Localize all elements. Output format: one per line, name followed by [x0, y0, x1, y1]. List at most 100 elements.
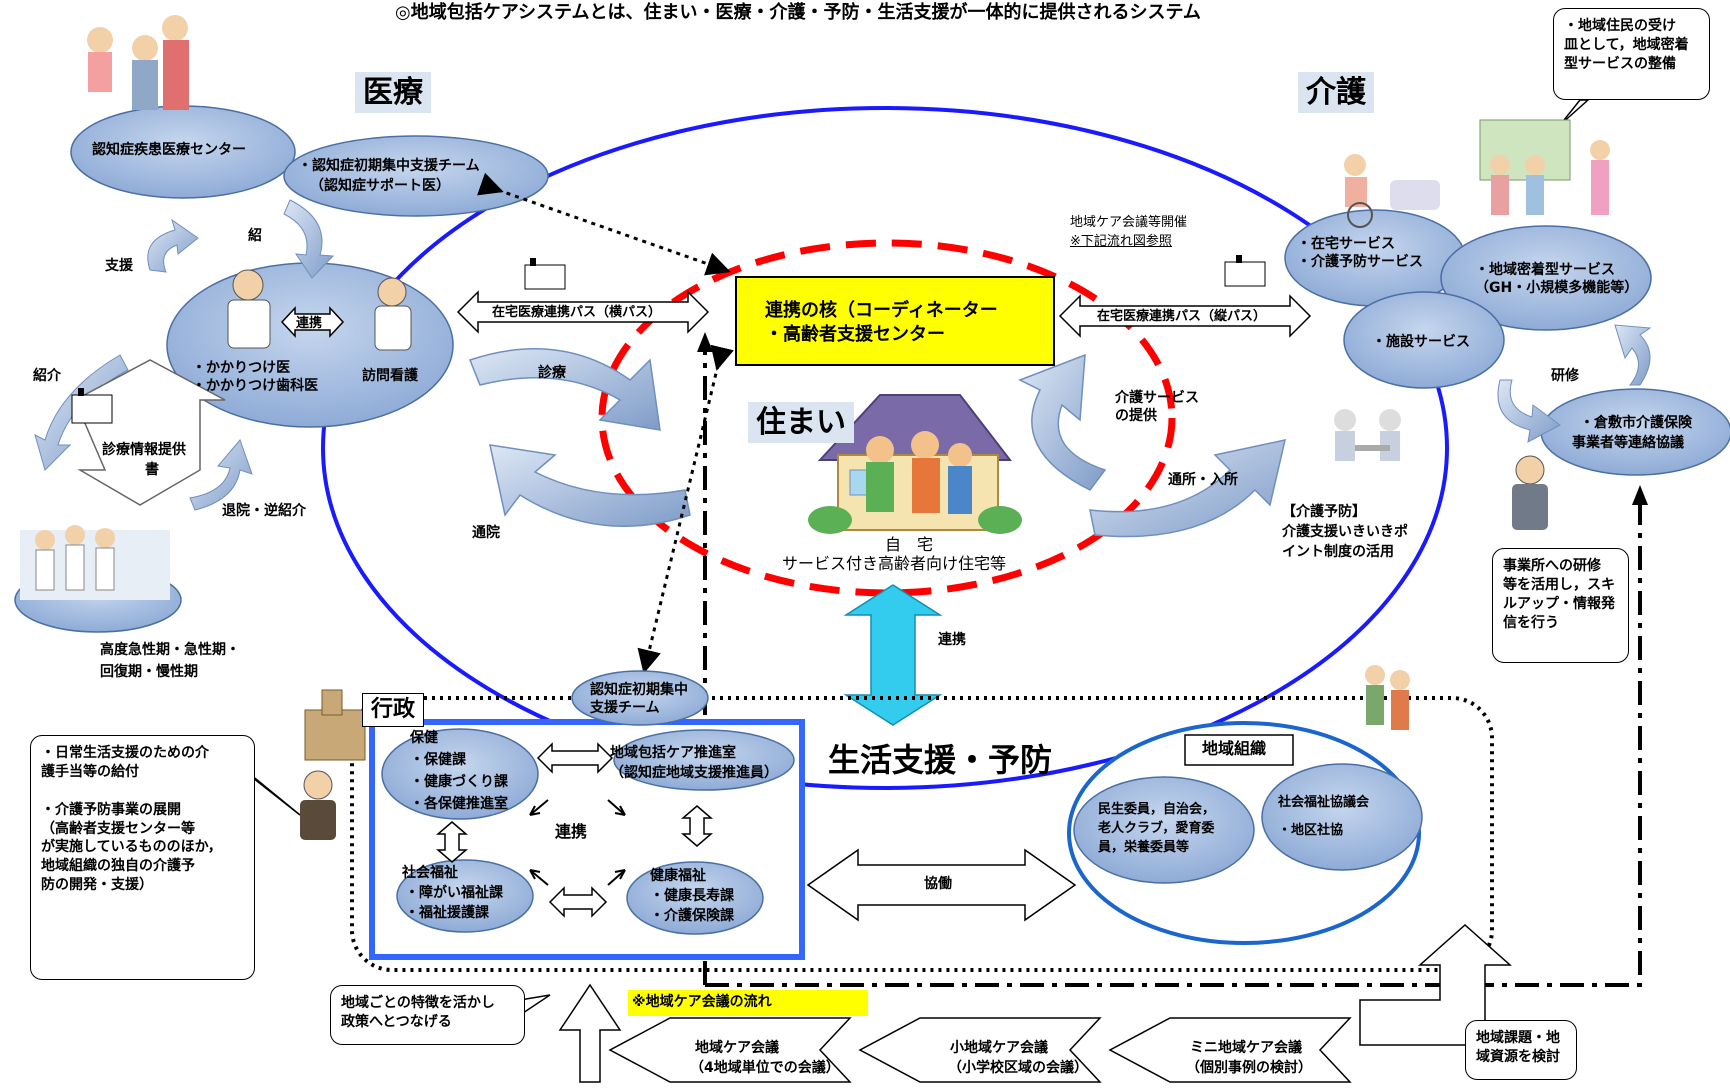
flow-small-2: （小学校区域の会議） — [948, 1060, 1088, 1076]
document-icon-3 — [1224, 255, 1266, 287]
core-label-2: ・高齢者支援センター — [765, 324, 945, 345]
header-sumai: 住まい — [748, 402, 854, 443]
main-ellipse — [321, 106, 1449, 790]
flow-area-2: （4地域単位での会議） — [690, 1060, 840, 1076]
gov-hoken-2: ・健康づくり課 — [410, 774, 508, 790]
core-note-1: 地域ケア会議等開催 — [1070, 215, 1188, 230]
gov-hoken-1: ・保健課 — [410, 752, 466, 768]
path-left-label: 在宅医療連携パス（横パス） — [492, 305, 662, 320]
care-shisetsu: ・施設サービス — [1372, 334, 1470, 350]
callout-top-right: ・地域住民の受け 皿として，地域密着 型サービスの整備 — [1553, 8, 1710, 100]
yobo-2: 介護支援いきいきポ — [1282, 524, 1408, 540]
medical-team-ellipse — [283, 135, 549, 217]
care-facility-illustration — [1479, 119, 1610, 215]
path-right-label: 在宅医療連携パス（縦パス） — [1097, 309, 1267, 324]
kaigo-service-2: の提供 — [1115, 408, 1157, 424]
minsei-1: 民生委員，自治会， — [1098, 802, 1216, 817]
gov-shakai-title: 社会福祉 — [402, 865, 458, 881]
medical-joho-label-1: 診療情報提供 — [102, 442, 186, 458]
callout-training: 事業所への研修 等を活用し，スキ ルアップ・情報発 信を行う — [1492, 548, 1629, 663]
hospital-staff — [20, 525, 170, 600]
medical-doctor-label-2: ・かかりつけ歯科医 — [192, 378, 319, 394]
kurashiki-2: 事業者等連絡協議 — [1572, 435, 1684, 451]
gov-team-2: 支援チーム — [590, 700, 660, 716]
family-top-left — [87, 15, 189, 110]
medical-sho-label: 紹 — [248, 228, 262, 244]
medical-taiin-label: 退院・逆紹介 — [222, 503, 306, 519]
kurashiki-1: ・倉敷市介護保険 — [1580, 415, 1692, 431]
flow-tag-bg — [628, 990, 868, 1016]
care-mitchaku-ellipse — [1440, 225, 1652, 331]
shinryo-label: 診療 — [538, 365, 566, 381]
medical-doctor-label-1: ・かかりつけ医 — [192, 360, 291, 376]
care-mitchaku-2: （GH・小規模多機能等） — [1475, 280, 1639, 296]
header-chiiki-soshiki: 地域組織 — [1202, 739, 1267, 758]
yobo-1: 【介護予防】 — [1282, 504, 1366, 520]
teal-arrow-shape — [843, 584, 943, 726]
gov-kenko-title: 健康福祉 — [650, 868, 706, 884]
walkers-illustration — [1365, 665, 1410, 730]
page-title: ◎地域包括ケアシステムとは、住まい・医療・介護・予防・生活支援が一体的に提供され… — [395, 2, 1201, 23]
tsusho-label: 通所・入所 — [1168, 472, 1238, 488]
core-renkei-label: 連携 — [938, 632, 966, 648]
gov-suishin-1: 地域包括ケア推進室 — [610, 745, 736, 761]
minsei-3: 員，栄養委員等 — [1098, 840, 1190, 855]
shakyo-1: 社会福祉協議会 — [1278, 795, 1370, 810]
nurse-figure — [374, 277, 412, 351]
gov-hoken-title: 保健 — [410, 730, 438, 746]
care-zaitaku-2: ・介護予防サービス — [1297, 254, 1423, 270]
gov-hoken-3: ・各保健推進室 — [410, 796, 508, 812]
medical-renkei-label: 連携 — [296, 316, 323, 331]
seikatsu-region — [350, 696, 1494, 972]
medical-team-label-1: ・認知症初期集中支援チーム — [298, 158, 480, 174]
house-illustration — [808, 394, 1022, 534]
tsuin-label: 通院 — [472, 525, 500, 541]
callout-issues: 地域課題・地 域資源を検討 — [1465, 1020, 1577, 1080]
home-label-1: 自 宅 — [885, 535, 934, 554]
hospital-label-1: 高度急性期・急性期・ — [100, 642, 240, 658]
header-gyosei: 行政 — [362, 693, 425, 727]
gov-renkei: 連携 — [555, 822, 588, 841]
header-seikatsu: 生活支援・予防 — [828, 741, 1053, 779]
kenshu-label: 研修 — [1551, 368, 1579, 384]
document-icon-2 — [524, 258, 566, 290]
doctor-figure — [227, 269, 271, 349]
minsei-2: 老人クラブ，愛育委 — [1098, 821, 1215, 836]
kaigo-service-1: 介護サービス — [1115, 390, 1199, 406]
gov-shakai-1: ・障がい福祉課 — [405, 885, 503, 901]
hospital-label-2: 回復期・慢性期 — [100, 664, 198, 680]
flow-small-1: 小地域ケア会議 — [950, 1040, 1048, 1056]
care-shisetsu-ellipse — [1343, 291, 1505, 389]
gov-kenko-1: ・健康長寿課 — [650, 888, 734, 904]
staff-figure-right — [1512, 455, 1548, 530]
official-figure — [300, 770, 336, 840]
gov-shakai-2: ・福祉援護課 — [405, 905, 489, 921]
medical-center-label: 認知症疾患医療センター — [92, 142, 246, 158]
care-mitchaku-1: ・地域密着型サービス — [1475, 262, 1615, 278]
home-label-2: サービス付き高齢者向け住宅等 — [782, 554, 1007, 573]
care-zaitaku-1: ・在宅サービス — [1297, 236, 1395, 252]
header-iryo: 医療 — [355, 72, 431, 113]
elderly-table-illustration — [1334, 409, 1401, 461]
core-dashed-ellipse — [598, 239, 1176, 597]
gov-kenko-2: ・介護保険課 — [650, 908, 734, 924]
medical-houmon-label: 訪問看護 — [362, 368, 418, 384]
core-box — [735, 276, 1055, 366]
medical-shoukai-label: 紹介 — [33, 368, 61, 384]
shakyo-2: ・地区社協 — [1278, 823, 1344, 838]
medical-shien-label: 支援 — [105, 258, 133, 274]
core-note-2: ※下記流れ図参照 — [1070, 234, 1172, 249]
flow-area-1: 地域ケア会議 — [695, 1040, 779, 1056]
gov-team-1: 認知症初期集中 — [590, 682, 688, 698]
medical-team-label-2: （認知症サポート医） — [310, 178, 450, 194]
callout-policy: 地域ごとの特徴を活かし 政策へとつなげる — [330, 985, 525, 1045]
flow-tag: ※地域ケア会議の流れ — [632, 994, 772, 1010]
flow-mini-2: （個別事例の検討） — [1186, 1060, 1312, 1076]
medical-joho-label-2: 書 — [145, 462, 159, 478]
gov-suishin-2: （認知症地域支援推進員） — [610, 765, 778, 781]
header-kaigo: 介護 — [1298, 72, 1374, 113]
core-label-1: 連携の核（コーディネーター — [765, 300, 998, 321]
flow-mini-1: ミニ地域ケア会議 — [1190, 1040, 1302, 1056]
